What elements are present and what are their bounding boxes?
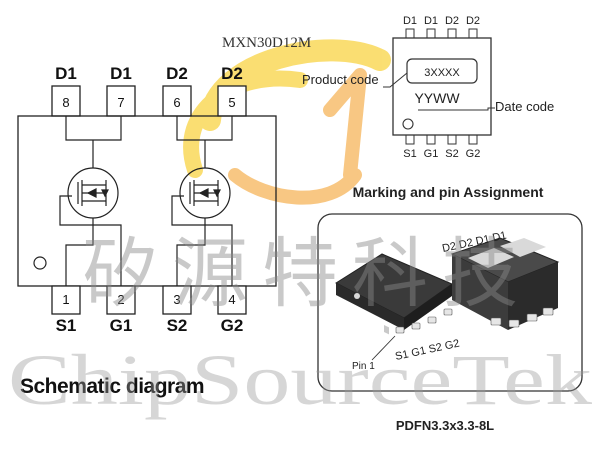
schematic-bottom-pin-label: S2 [167, 316, 188, 335]
schematic-pin-number: 3 [173, 292, 180, 307]
schematic-pin-box [51, 285, 81, 315]
schematic-bottom-pin-label: G1 [110, 316, 133, 335]
package-chip-top-side2 [404, 284, 452, 330]
schematic-title: Schematic diagram [20, 375, 204, 398]
schematic-pin-box [217, 85, 247, 117]
part-number: MXN30D12M [222, 35, 311, 51]
date-code-value: YYWW [414, 90, 460, 106]
mosfet-2-symbol [179, 167, 231, 219]
schematic-pin-box [106, 85, 136, 117]
schematic-top-pin-label: D2 [221, 64, 243, 83]
package-chip-top-leads [384, 325, 389, 335]
package-pin1-dot [354, 293, 360, 299]
product-code-label: Product code [302, 72, 379, 87]
schematic-pin-box [106, 285, 136, 315]
schematic-pin-number: 5 [228, 95, 235, 110]
watermark-chinese: 矽源特科技 [82, 229, 532, 318]
schematic: D1 D1 D2 D2 8 7 6 5 1 2 3 4 S1 G1 S2 G2 [17, 64, 277, 398]
package-chip-bottom-side [452, 254, 508, 330]
marking-bottom-pin-label: G1 [424, 148, 439, 160]
package-chip-top-pads [395, 308, 453, 334]
schematic-body [17, 115, 277, 287]
marking-bottom-pin-label: S1 [403, 148, 416, 160]
schematic-top-pin-label: D2 [166, 64, 188, 83]
schematic-top-pin-label: D1 [55, 64, 77, 83]
schematic-pin-number: 1 [62, 292, 69, 307]
product-code-box [406, 58, 478, 84]
schematic-pin-box [162, 85, 192, 117]
product-code-leader [383, 72, 408, 88]
schematic-wiring [59, 116, 233, 286]
marking-pins [405, 28, 478, 145]
date-code-leader [418, 107, 495, 111]
package-pin1-leader [371, 335, 396, 361]
package-pin1-label: Pin 1 [352, 361, 375, 372]
schematic-bottom-pin-label: G2 [221, 316, 244, 335]
marking-top-pin-label: D1 [403, 15, 417, 27]
marking-top-pin-label: D1 [424, 15, 438, 27]
marking-chip-body [392, 37, 492, 136]
schematic-pin-number: 6 [173, 95, 180, 110]
package-drain-pad [500, 238, 546, 257]
schematic-pin-number: 8 [62, 95, 69, 110]
schematic-pin-box [51, 85, 81, 117]
date-code-label: Date code [495, 99, 554, 114]
package-drain-pad [468, 248, 514, 268]
package-illustration: D2 D2 D1 D1 S1 G1 S2 G2 Pin 1 [317, 213, 583, 392]
marking-bottom-pin-label: G2 [466, 148, 481, 160]
marking-diagram: D1 D1 D2 D2 3XXXX YYWW Product code Date… [302, 15, 554, 200]
marking-top-pin-label: D2 [466, 15, 480, 27]
schematic-pin-number: 2 [117, 292, 124, 307]
package-chip-top-side [336, 283, 404, 330]
watermark-english: ChipSourceTek [8, 340, 592, 420]
pin1-dot [33, 256, 47, 270]
schematic-pin-number: 7 [117, 95, 124, 110]
schematic-bottom-pin-label: S1 [56, 316, 77, 335]
schematic-pin-box [217, 285, 247, 315]
schematic-top-pin-label: D1 [110, 64, 132, 83]
marking-pin1-dot [402, 118, 414, 130]
product-code-value: 3XXXX [424, 67, 460, 79]
package-name: PDFN3.3x3.3-8L [396, 418, 494, 433]
marking-title: Marking and pin Assignment [353, 184, 544, 200]
mosfet-1-symbol [67, 167, 119, 219]
package-chip-bottom-leads [490, 307, 554, 328]
logo-watermark [183, 39, 391, 205]
marking-bottom-pin-label: S2 [445, 148, 458, 160]
schematic-pin-number: 4 [228, 292, 235, 307]
marking-top-pin-label: D2 [445, 15, 459, 27]
